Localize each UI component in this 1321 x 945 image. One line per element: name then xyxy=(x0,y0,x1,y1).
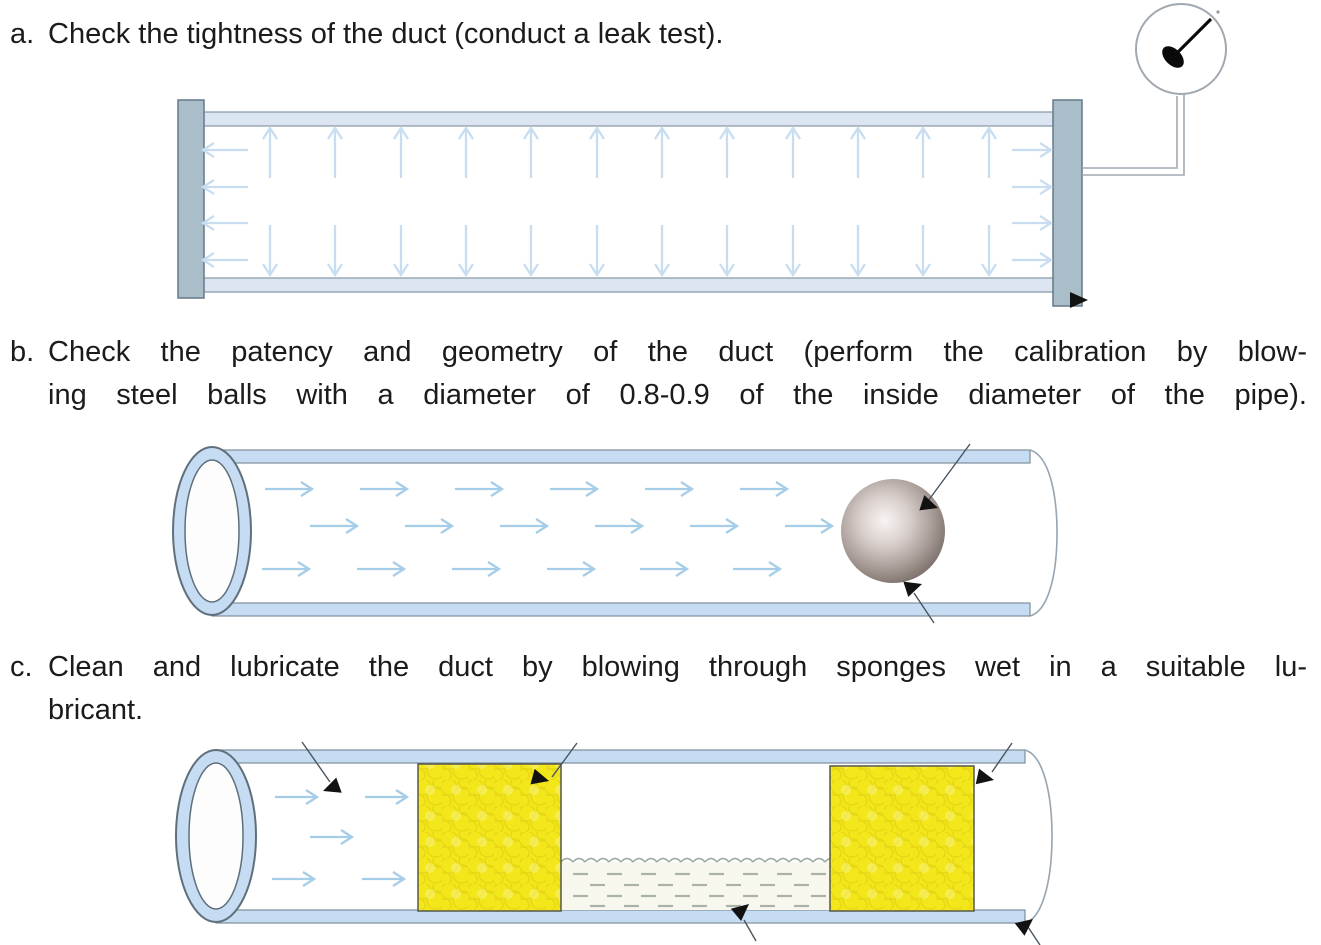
leader-line xyxy=(927,443,971,502)
figure-ball-calibration xyxy=(172,443,1058,624)
sponge-leader-arrows xyxy=(301,741,1041,945)
instruction-a: a. Check the tightness of the duct (cond… xyxy=(10,13,1307,56)
leader-line xyxy=(913,592,935,624)
leader-arrowhead xyxy=(730,904,749,922)
pipe-end-arc xyxy=(1029,449,1058,617)
airflow-left-arrows xyxy=(200,142,248,268)
instruction-b: b. Check the patency and geometry of the… xyxy=(10,331,1307,417)
instruction-b-line-1: Check the patency and geometry of the du… xyxy=(48,336,1307,368)
airflow-down-arrows xyxy=(262,225,997,278)
leader-arrowhead xyxy=(530,768,549,785)
instruction-b-line-2: ing steel balls with a diameter of 0.8-0… xyxy=(48,379,1307,411)
list-marker-a: a. xyxy=(10,18,35,50)
pipe-body xyxy=(172,446,1058,617)
gauge-needle xyxy=(1172,17,1213,58)
leader-line xyxy=(1027,926,1041,945)
sponge xyxy=(417,763,562,912)
airflow-up-arrows xyxy=(262,125,997,178)
instruction-c: c. Clean and lubricate the duct by blowi… xyxy=(10,646,1307,732)
steel-ball xyxy=(841,479,945,583)
pipe-body xyxy=(175,749,1053,924)
duct-body xyxy=(202,111,1055,293)
leader-arrowhead xyxy=(903,581,922,597)
pipe-opening-inner xyxy=(184,459,240,603)
pipe-end-arc xyxy=(1024,749,1053,924)
pipe-opening-inner xyxy=(188,762,244,910)
lubricant-pool xyxy=(560,857,838,910)
gauge-tube xyxy=(1082,94,1185,176)
flow-arrows xyxy=(272,789,410,887)
figure-sponge-cleaning xyxy=(175,741,1053,945)
gauge-needle-hub xyxy=(1162,46,1184,68)
instruction-c-line-1: Clean and lubricate the duct by blowing … xyxy=(48,651,1307,683)
airflow-right-arrows xyxy=(1012,142,1054,268)
sponge xyxy=(829,765,975,912)
leader-arrowhead xyxy=(323,777,342,793)
leader-arrowhead xyxy=(919,495,938,511)
figure-leak-test xyxy=(177,3,1227,308)
lubricant-surface-wave xyxy=(560,857,838,863)
right-end-cap xyxy=(1052,99,1083,307)
pressure-gauge xyxy=(1135,3,1227,95)
list-marker-c: c. xyxy=(10,651,33,683)
flow-arrows xyxy=(262,481,835,577)
leader-arrowhead xyxy=(1014,919,1033,936)
instruction-c-line-2: bricant. xyxy=(48,694,144,726)
list-marker-b: b. xyxy=(10,336,35,368)
ball-leader-arrows xyxy=(903,443,971,624)
leader-line xyxy=(301,741,331,783)
instruction-a-line-1: Check the tightness of the duct (conduct… xyxy=(48,18,724,50)
leader-line xyxy=(551,742,578,778)
left-end-cap xyxy=(177,99,205,299)
leader-line xyxy=(991,742,1013,773)
corner-arrowhead xyxy=(1070,292,1088,308)
leader-arrowhead xyxy=(975,768,994,785)
leader-line xyxy=(743,919,757,942)
